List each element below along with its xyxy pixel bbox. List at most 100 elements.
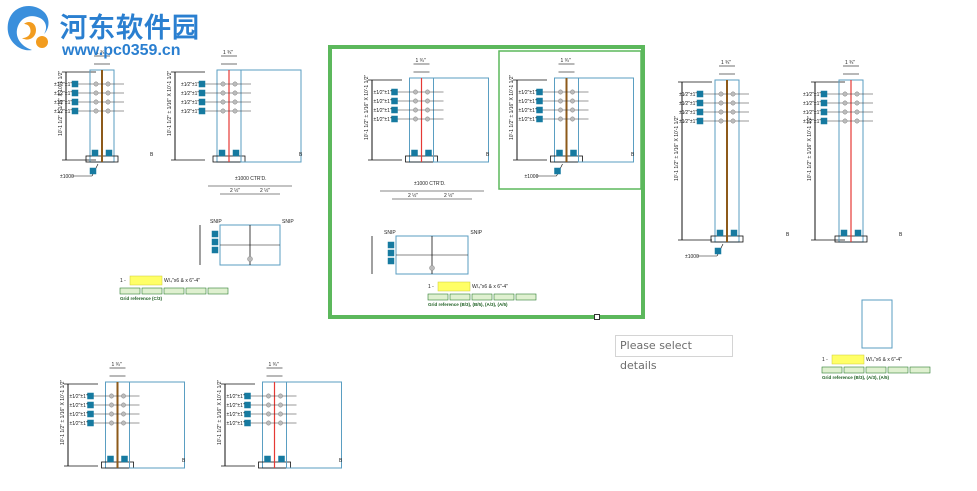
dimension-text: 10'-1 1/2" ± 1/16" X 10'-1 1/2" <box>807 115 813 181</box>
bolt <box>718 100 724 106</box>
bolt <box>730 118 736 124</box>
bolt <box>266 411 271 417</box>
snip-label: SNIP <box>210 219 222 225</box>
bolt <box>558 116 563 122</box>
section-marker: B <box>631 152 635 158</box>
bolt <box>121 402 126 408</box>
snip-label: SNIP <box>470 230 482 236</box>
bolt <box>842 100 848 106</box>
bolt-label: ±1⁄2"±1" <box>181 82 199 88</box>
dim-label: 1 ¾" <box>561 58 571 64</box>
section-marker: B <box>150 152 154 158</box>
bolt <box>220 81 226 87</box>
bolt-label: ±1⁄2"±1" <box>181 109 199 115</box>
drawing-rect <box>198 89 206 97</box>
column-detail: 10'-1 1/2" ± 1/16" X 10'-1 1/2" ±1⁄2"±1" ±… <box>167 50 303 163</box>
bolt <box>109 402 114 408</box>
drawing-rect <box>129 381 185 469</box>
drawing-rect <box>264 455 271 463</box>
label-block: 1 -W/₄"x6 & x 6"-4"Grid reference (B/3),… <box>427 281 537 307</box>
drawing-rect <box>425 149 432 157</box>
drawing-rect <box>129 275 163 286</box>
ref-label: ±1000 <box>525 174 539 180</box>
drawing-rect <box>71 98 79 106</box>
drawing-rect <box>820 99 828 107</box>
bolt <box>558 89 563 95</box>
bolt <box>121 420 126 426</box>
drawing-rect <box>536 106 543 114</box>
drawing-rect <box>198 98 206 106</box>
drawing-rect <box>141 287 163 295</box>
bolt <box>854 100 860 106</box>
drawing-rect <box>87 392 94 400</box>
drawing-rect <box>278 455 285 463</box>
dim-label: 1 ¾" <box>845 60 855 66</box>
member-size: W/₄"x6 & x 6"-4" <box>164 278 200 284</box>
bolt <box>232 108 238 114</box>
grid-reference: Grid reference (B/3), (A/3), (A/5) <box>822 375 890 380</box>
dim-label: 1 ¾" <box>112 362 122 368</box>
dimension-text: 10'-1 1/2" ± 1/16" X 10'-1 1/2" <box>167 70 173 136</box>
drawing-rect <box>198 80 206 88</box>
dimension-text: 10'-1 1/2" ± 1/16" X 10'-1 1/2" <box>509 74 515 140</box>
bolt <box>220 90 226 96</box>
column-detail: 10'-1 1/2" ± 1/16" X 10'-1 1/2"±1⁄2"±1"±… <box>364 58 490 163</box>
drawing-rect <box>515 293 537 301</box>
bolt <box>570 98 575 104</box>
drawing-rect <box>185 287 207 295</box>
bolt <box>842 91 848 97</box>
drawing-rect <box>119 287 141 295</box>
drawing-rect <box>714 247 722 255</box>
bolt-label: ±1⁄2"±1" <box>227 421 245 427</box>
bolt <box>266 402 271 408</box>
bolt <box>570 116 575 122</box>
bolt <box>570 89 575 95</box>
drawing-rect <box>696 108 704 116</box>
drawing-rect <box>820 117 828 125</box>
bolt <box>105 90 111 96</box>
bolt <box>109 411 114 417</box>
bolt <box>425 98 430 104</box>
drawing-rect <box>87 401 94 409</box>
bolt <box>854 109 860 115</box>
bolt-label: ±1⁄2"±1" <box>374 117 392 123</box>
drawing-rect <box>391 115 398 123</box>
inner-selection <box>498 50 642 190</box>
column-detail: 10'-1 1/2" ± 1/16" X 10'-1 1/2"±1⁄2"±1"±… <box>54 50 154 180</box>
drawing-rect <box>570 149 577 157</box>
resize-handle[interactable] <box>594 314 600 320</box>
bolt-label: ±1⁄2"±1" <box>679 101 697 107</box>
column-detail: 10'-1 1/2" ± 1/16" X 10'-1 1/2"±1⁄2"±1"±… <box>803 60 903 243</box>
bolt <box>425 89 430 95</box>
drawing-rect <box>91 149 99 157</box>
drawing-rect <box>554 167 561 175</box>
bolt-label: ±1⁄2"±1" <box>803 92 821 98</box>
section-marker: B <box>339 458 343 464</box>
drawing-rect <box>831 354 865 365</box>
bolt-label: ±1⁄2"±1" <box>227 403 245 409</box>
bolt <box>425 116 430 122</box>
section-marker: B <box>486 152 490 158</box>
drawing-rect <box>449 293 471 301</box>
column-detail: 10'-1 1/2" ± 1/16" X 10'-1 1/2"±1⁄2"±1"±… <box>674 60 790 260</box>
drawing-rect <box>536 88 543 96</box>
bolt-label: ±1⁄2"±1" <box>181 91 199 97</box>
dim-label: 1 ¾" <box>721 60 731 66</box>
bolt-label: ±1⁄2"±1" <box>54 109 72 115</box>
drawing-rect <box>820 90 828 98</box>
drawing-rect <box>107 455 114 463</box>
drawing-rect <box>433 77 489 163</box>
drawing-rect <box>387 257 395 265</box>
bolt <box>266 393 271 399</box>
bolt <box>718 91 724 97</box>
bolt <box>232 81 238 87</box>
dimension-text: 10'-1 1/2" ± 1/16" X 10'-1 1/2" <box>674 115 680 181</box>
bolt <box>93 108 99 114</box>
bolt <box>730 91 736 97</box>
drawing-rect <box>87 410 94 418</box>
bolt-label: ±1⁄2"±1" <box>54 100 72 106</box>
drawing-rect <box>387 249 395 257</box>
